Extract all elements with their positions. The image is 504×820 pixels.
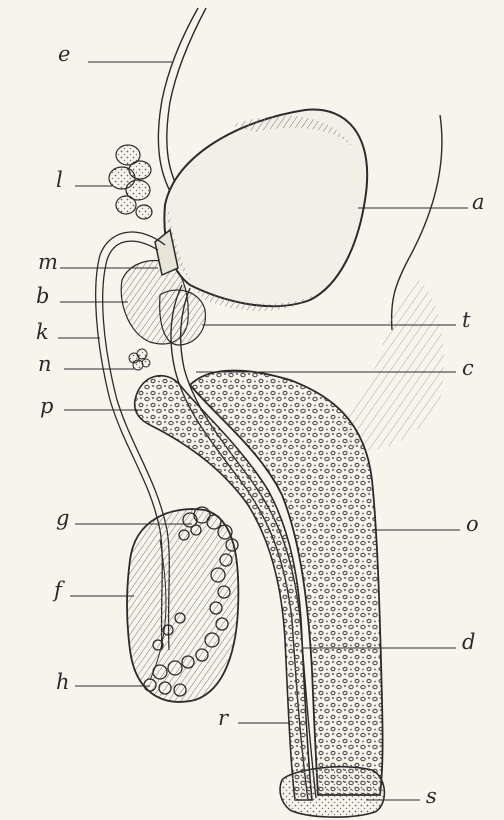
label-b: b <box>36 286 49 307</box>
label-k: k <box>36 322 49 343</box>
bulbourethral-gland <box>129 349 150 370</box>
label-n: n <box>38 354 52 375</box>
seminal-vesicle <box>160 290 206 345</box>
label-d: d <box>462 632 475 653</box>
gland-cluster <box>109 145 152 219</box>
label-e: e <box>58 44 70 65</box>
label-m: m <box>38 252 58 273</box>
label-s: s <box>426 786 437 807</box>
label-c: c <box>462 358 474 379</box>
label-a: a <box>472 192 485 213</box>
label-r: r <box>218 708 228 729</box>
label-h: h <box>56 672 70 693</box>
glans <box>280 767 384 817</box>
label-o: o <box>466 514 479 535</box>
bladder <box>164 110 367 311</box>
label-l: l <box>56 170 63 191</box>
label-p: p <box>40 396 53 417</box>
label-g: g <box>56 508 69 529</box>
label-f: f <box>54 580 62 601</box>
label-t: t <box>462 310 470 331</box>
